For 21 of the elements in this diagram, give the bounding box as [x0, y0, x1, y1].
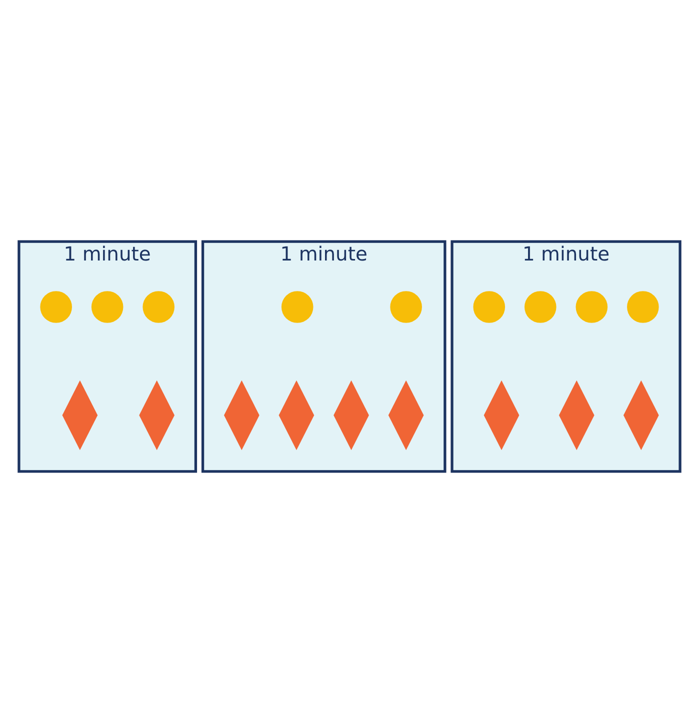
node-circle — [142, 290, 174, 322]
node-diamond — [224, 380, 260, 450]
node-diamond — [388, 380, 424, 450]
node-circle — [524, 290, 556, 322]
node-diamond — [139, 380, 174, 450]
node-diamond — [278, 380, 314, 450]
node-circle — [473, 290, 506, 322]
cluster: 1 minute — [201, 240, 446, 472]
node-circle — [91, 290, 124, 322]
node-diamond — [623, 380, 659, 450]
node-diamond — [484, 380, 520, 450]
node-diamond — [558, 380, 594, 450]
node-circle — [627, 290, 659, 322]
node-circle — [40, 290, 72, 322]
node-circle — [576, 290, 608, 322]
node-circle — [390, 290, 422, 322]
node-circle — [281, 290, 314, 322]
node-diamond — [62, 380, 98, 450]
cluster: 1 minute — [450, 240, 682, 472]
cluster: 1 minute — [18, 240, 198, 472]
node-diamond — [334, 380, 369, 450]
